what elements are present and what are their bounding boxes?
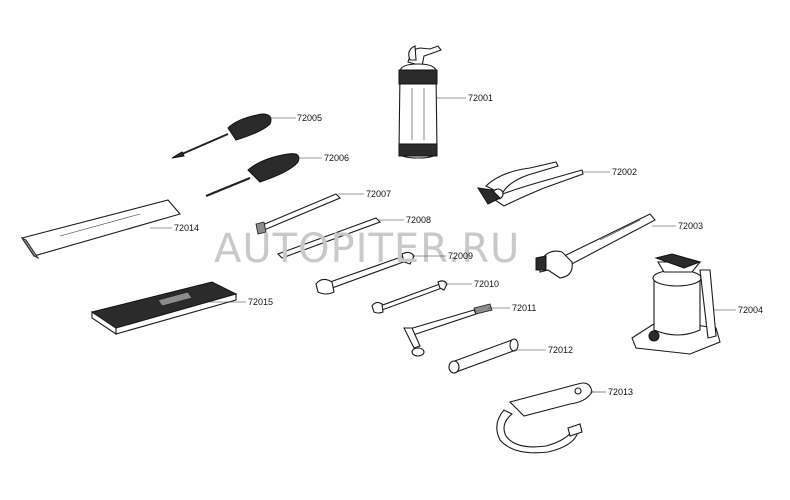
fire-extinguisher-part[interactable] — [398, 45, 442, 159]
l-socket-wrench-part[interactable] — [403, 303, 493, 357]
leader-lines — [150, 97, 736, 393]
open-end-wrench-large-part[interactable] — [315, 251, 415, 295]
adjustable-wrench-part[interactable] — [535, 213, 656, 279]
callout-72015: 72015 — [248, 297, 273, 307]
screwdriver-phillips-part[interactable] — [171, 113, 272, 159]
callout-72014: 72014 — [174, 223, 199, 233]
open-end-wrench-small-part[interactable] — [371, 280, 448, 314]
tool-roll-bag-part[interactable] — [20, 199, 181, 260]
callout-72006: 72006 — [324, 153, 349, 163]
callout-72005: 72005 — [297, 113, 322, 123]
callout-72011: 72011 — [512, 303, 536, 313]
callout-72003: 72003 — [678, 221, 703, 231]
callout-72013: 72013 — [608, 387, 633, 397]
callout-72008: 72008 — [406, 215, 431, 225]
tube-socket-wrench-part[interactable] — [448, 338, 519, 374]
callout-72002: 72002 — [612, 167, 637, 177]
hook-wrench-part[interactable] — [496, 382, 593, 454]
callout-72004: 72004 — [738, 305, 763, 315]
callout-72001: 72001 — [468, 93, 493, 103]
pliers-part[interactable] — [477, 161, 584, 207]
callout-72009: 72009 — [448, 251, 473, 261]
callout-72012: 72012 — [548, 345, 573, 355]
rod-tool-part[interactable] — [277, 217, 381, 259]
watermark: AUTOPITER.RU — [214, 226, 520, 272]
long-bar-tool-part[interactable] — [255, 193, 341, 235]
jack-part[interactable] — [631, 253, 721, 355]
tool-case-part[interactable] — [90, 281, 238, 336]
screwdriver-flat-part[interactable] — [205, 153, 300, 198]
callout-72010: 72010 — [474, 279, 499, 289]
callout-72007: 72007 — [366, 189, 391, 199]
